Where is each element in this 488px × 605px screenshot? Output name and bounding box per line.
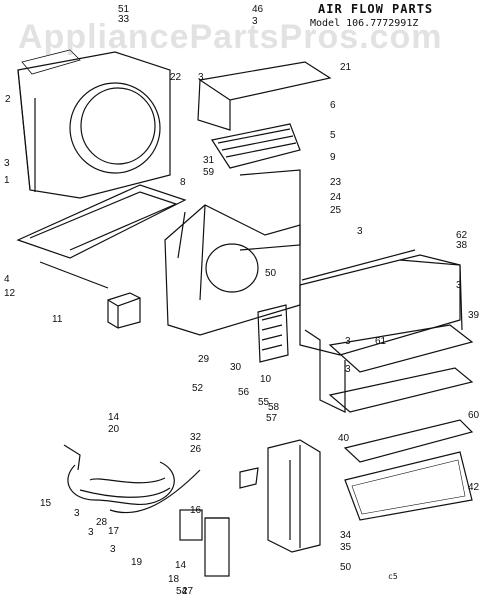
callout-number: 39 bbox=[468, 310, 480, 321]
callout-number: 34 bbox=[340, 530, 352, 541]
callout-number: 14 bbox=[108, 412, 120, 423]
callout-number: 57 bbox=[266, 413, 278, 424]
callout-number: 52 bbox=[192, 383, 204, 394]
watermark: AppliancePartsPros.com bbox=[18, 18, 443, 56]
callout-number: 21 bbox=[340, 62, 352, 73]
callout-number: 3 bbox=[74, 508, 80, 519]
callout-number: 38 bbox=[456, 240, 468, 251]
top-cover-and-filter bbox=[197, 61, 332, 169]
callout-number: 3 bbox=[88, 527, 94, 538]
model-number: Model 106.7772991Z bbox=[310, 18, 419, 29]
front-grille-panel bbox=[17, 49, 171, 199]
callout-number: 51 bbox=[118, 4, 130, 15]
callout-number: 58 bbox=[268, 402, 280, 413]
callout-number: 14 bbox=[175, 560, 187, 571]
callout-number: 23 bbox=[330, 177, 342, 188]
callout-number: 46 bbox=[252, 4, 264, 15]
partition-bulkhead bbox=[164, 169, 301, 336]
power-cord bbox=[63, 444, 175, 506]
callout-number: 31 bbox=[203, 155, 215, 166]
callout-number: 20 bbox=[108, 424, 120, 435]
callout-number: 8 bbox=[180, 177, 186, 188]
callout-number: 60 bbox=[468, 410, 480, 421]
callout-number: 3 bbox=[252, 16, 258, 27]
air-deflector bbox=[257, 304, 289, 363]
callout-number: 50 bbox=[265, 268, 277, 279]
callout-number: 10 bbox=[260, 374, 272, 385]
side-panels bbox=[328, 324, 474, 521]
cabinet-frame bbox=[299, 249, 463, 413]
callout-number: 18 bbox=[168, 574, 180, 585]
callout-number: 50 bbox=[340, 562, 352, 573]
callout-number: 59 bbox=[203, 167, 215, 178]
callout-number: 2 bbox=[5, 94, 11, 105]
callout-number: 4 bbox=[4, 274, 10, 285]
callout-number: 5 bbox=[330, 130, 336, 141]
callout-number: 26 bbox=[190, 444, 202, 455]
callout-number: 3 bbox=[357, 226, 363, 237]
callout-number: 27 bbox=[182, 586, 194, 597]
callout-number: 62 bbox=[456, 230, 468, 241]
callout-number: 6 bbox=[330, 100, 336, 111]
wiring-harness bbox=[109, 467, 259, 514]
callout-number: 42 bbox=[468, 482, 480, 493]
callout-number: 55 bbox=[258, 397, 270, 408]
callout-number: 25 bbox=[330, 205, 342, 216]
callout-number: 32 bbox=[190, 432, 202, 443]
callout-number: 1 bbox=[4, 175, 10, 186]
callout-number: 22 bbox=[170, 72, 182, 83]
diagram-code: c5 bbox=[388, 572, 398, 581]
control-box bbox=[107, 292, 141, 329]
callout-number: 19 bbox=[131, 557, 143, 568]
callout-number: 33 bbox=[118, 14, 130, 25]
callout-number: 24 bbox=[330, 192, 342, 203]
callout-number: 54 bbox=[176, 586, 188, 597]
callout-number: 3 bbox=[198, 72, 204, 83]
callout-number: 11 bbox=[52, 314, 63, 325]
capacitors bbox=[179, 509, 230, 577]
callout-number: 17 bbox=[108, 526, 120, 537]
callout-number: 61 bbox=[375, 336, 387, 347]
callout-number: 35 bbox=[340, 542, 352, 553]
callout-number: 40 bbox=[338, 433, 350, 444]
callout-number: 16 bbox=[190, 505, 202, 516]
callout-number: 12 bbox=[4, 288, 16, 299]
mounting-bracket bbox=[267, 439, 321, 553]
callout-number: 3 bbox=[456, 280, 462, 291]
callout-number: 28 bbox=[96, 517, 108, 528]
callout-number: 3 bbox=[4, 158, 10, 169]
callout-number: 30 bbox=[230, 362, 242, 373]
callout-number: 9 bbox=[330, 152, 336, 163]
callout-number: 56 bbox=[238, 387, 250, 398]
callout-number: 3 bbox=[345, 336, 351, 347]
page-title: AIR FLOW PARTS bbox=[318, 2, 434, 16]
callout-number: 29 bbox=[198, 354, 210, 365]
base-pan-left bbox=[16, 184, 187, 289]
callout-number: 3 bbox=[110, 544, 116, 555]
callout-number: 3 bbox=[345, 364, 351, 375]
callout-number: 15 bbox=[40, 498, 52, 509]
